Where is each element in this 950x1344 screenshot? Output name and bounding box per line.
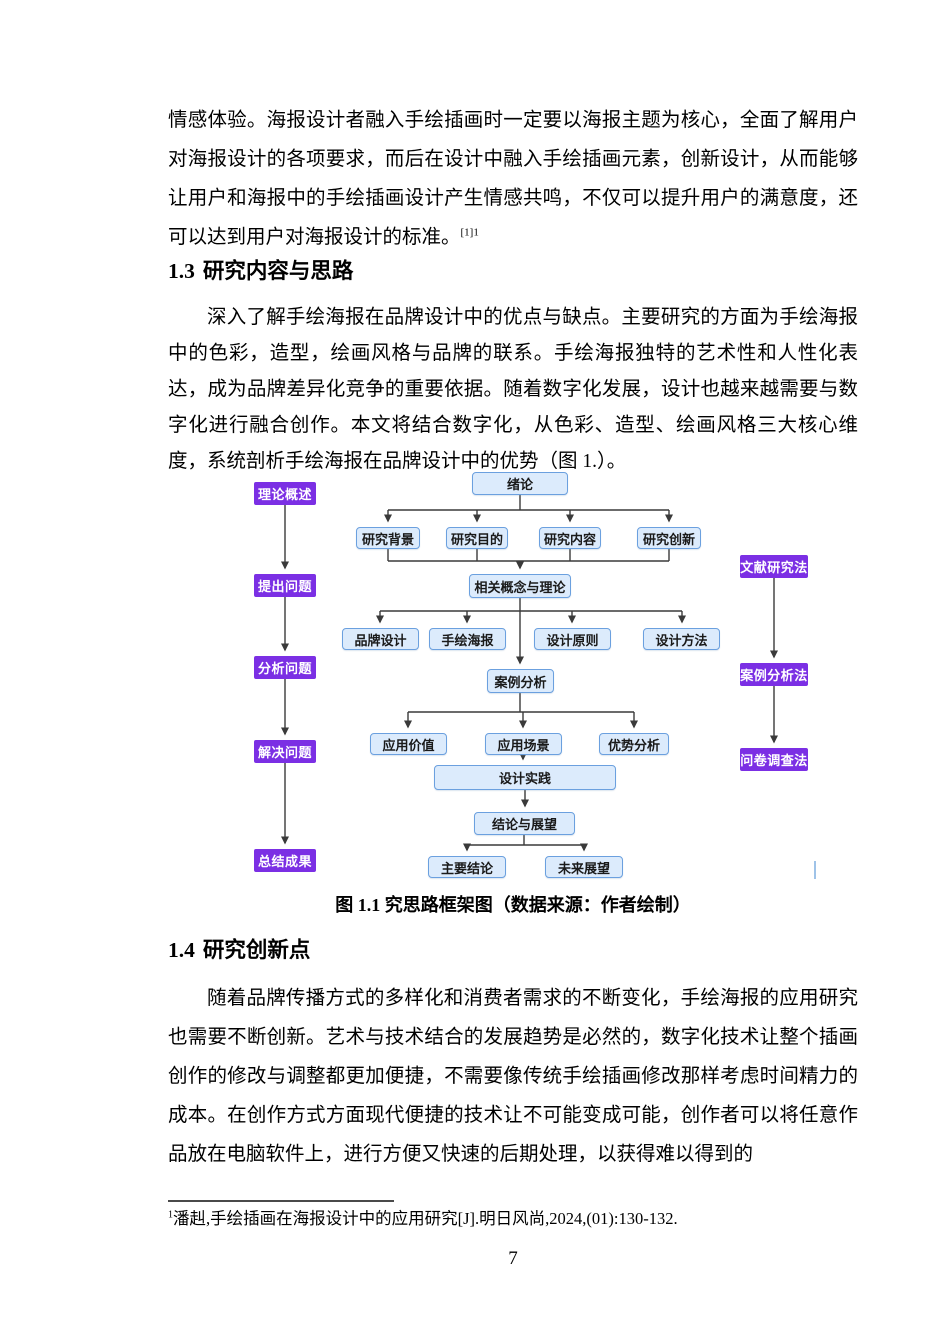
section-number: 1.3: [168, 259, 195, 283]
flow-node-case-analysis: 案例分析: [487, 669, 554, 693]
flow-node-research-content: 研究内容: [539, 527, 601, 549]
flow-node-future-outlook: 未来展望: [545, 856, 623, 878]
footnote-separator: [168, 1200, 394, 1202]
flow-node-brand-design: 品牌设计: [342, 628, 419, 650]
paragraph-2: 深入了解手绘海报在品牌设计中的优点与缺点。主要研究的方面为手绘海报中的色彩，造型…: [168, 307, 858, 472]
flow-node-application-scene: 应用场景: [485, 733, 562, 755]
flow-node-design-practice: 设计实践: [434, 765, 616, 790]
text-cursor-mark: [814, 861, 816, 879]
section-heading-1-4: 1.4 研究创新点: [168, 933, 310, 964]
flow-node-theory-overview: 理论概述: [254, 482, 316, 505]
flow-node-research-purpose: 研究目的: [446, 527, 508, 549]
flow-node-concepts-theory: 相关概念与理论: [469, 574, 571, 598]
flow-node-case-analysis-method: 案例分析法: [740, 663, 808, 686]
flow-node-application-value: 应用价值: [370, 733, 447, 755]
section-heading-1-3: 1.3 研究内容与思路: [168, 254, 353, 285]
flow-node-analyze-problem: 分析问题: [254, 656, 316, 679]
flow-node-advantage-analysis: 优势分析: [599, 733, 669, 755]
footnote-marker: 1: [168, 1209, 173, 1221]
paragraph-3: 随着品牌传播方式的多样化和消费者需求的不断变化，手绘海报的应用研究也需要不断创新…: [168, 988, 858, 1165]
flow-node-conclusion-outlook: 结论与展望: [474, 812, 575, 835]
section-number: 1.4: [168, 938, 195, 962]
flow-node-summarize-results: 总结成果: [254, 849, 316, 872]
flow-node-design-method: 设计方法: [643, 628, 720, 650]
flow-node-hand-drawn-poster: 手绘海报: [429, 628, 506, 650]
flow-node-main-conclusion: 主要结论: [428, 856, 506, 878]
footnote-text: 潘赳,手绘插画在海报设计中的应用研究[J].明日风尚,2024,(01):130…: [173, 1209, 678, 1228]
footnote: 1潘赳,手绘插画在海报设计中的应用研究[J].明日风尚,2024,(01):13…: [168, 1207, 858, 1231]
flow-node-literature-method: 文献研究法: [740, 555, 808, 578]
flow-node-research-innovation: 研究创新: [637, 527, 701, 549]
flow-node-solve-problem: 解决问题: [254, 740, 316, 763]
section-title: 研究内容与思路: [202, 259, 354, 283]
paragraph-1: 情感体验。海报设计者融入手绘插画时一定要以海报主题为核心，全面了解用户对海报设计…: [168, 101, 858, 257]
flow-node-raise-problem: 提出问题: [254, 574, 316, 597]
flow-node-design-principle: 设计原则: [534, 628, 611, 650]
flow-node-research-background: 研究背景: [356, 527, 420, 549]
flow-node-questionnaire-method: 问卷调查法: [740, 748, 808, 771]
page-number: 7: [508, 1248, 518, 1269]
flow-node-introduction: 绪论: [472, 472, 568, 495]
figure-caption: 图 1.1 究思路框架图（数据来源：作者绘制）: [335, 895, 691, 915]
paragraph-1-text: 情感体验。海报设计者融入手绘插画时一定要以海报主题为核心，全面了解用户对海报设计…: [168, 110, 858, 248]
section-title: 研究创新点: [202, 938, 311, 962]
footnote-reference: [1]1: [460, 226, 479, 239]
